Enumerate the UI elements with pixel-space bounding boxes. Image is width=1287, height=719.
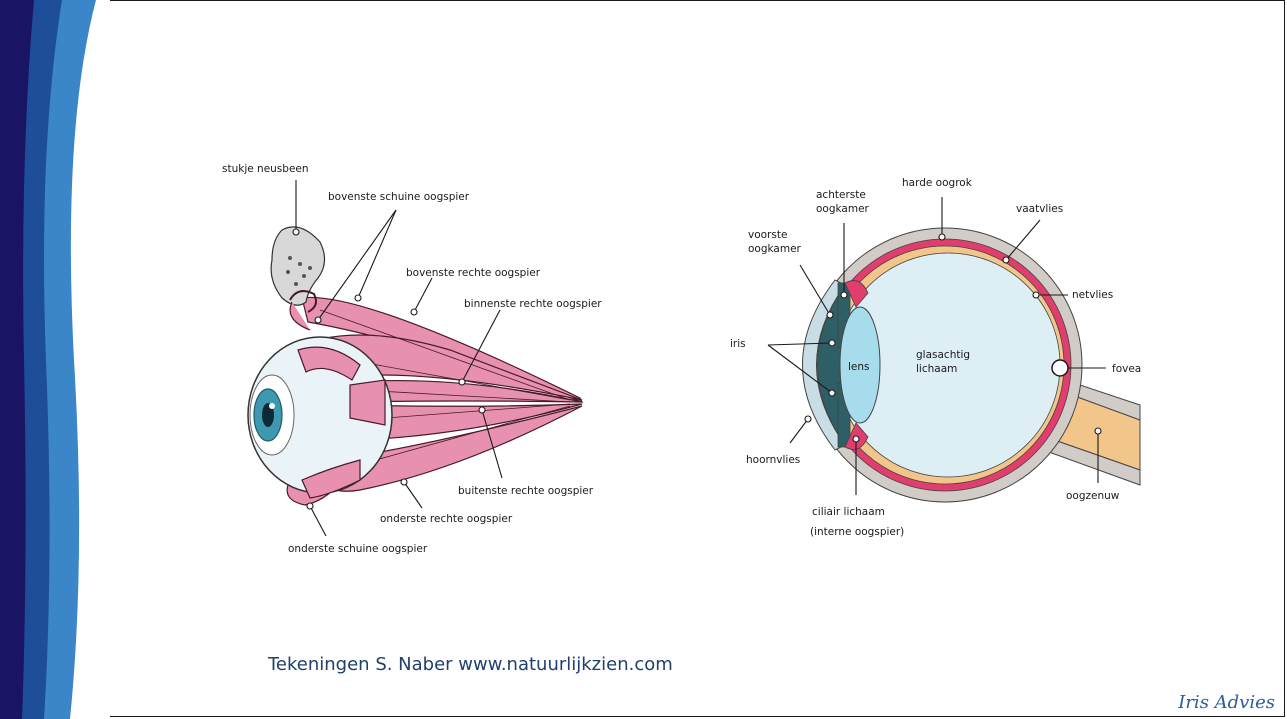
label-stukje-neusbeen: stukje neusbeen bbox=[222, 163, 309, 175]
label-bovenste-rechte-oogspier: bovenste rechte oogspier bbox=[406, 267, 541, 279]
label-lens: lens bbox=[848, 361, 870, 373]
footer-brand: Iris Advies bbox=[1178, 692, 1275, 713]
label-bovenste-schuine-oogspier: bovenste schuine oogspier bbox=[328, 191, 470, 203]
label-binnenste-rechte-oogspier: binnenste rechte oogspier bbox=[464, 298, 602, 310]
label-netvlies: netvlies bbox=[1072, 289, 1113, 301]
side-decoration-band bbox=[0, 0, 110, 719]
fovea bbox=[1052, 360, 1068, 376]
label-interne-oogspier: (interne oogspier) bbox=[810, 526, 904, 538]
label-oogzenuw: oogzenuw bbox=[1066, 490, 1120, 502]
image-credit-caption: Tekeningen S. Naber www.natuurlijkzien.c… bbox=[268, 654, 673, 675]
label-buitenste-rechte-oogspier: buitenste rechte oogspier bbox=[458, 485, 594, 497]
eye-muscles-diagram: stukje neusbeen bovenste schuine oogspie… bbox=[210, 150, 640, 570]
label-vaatvlies: vaatvlies bbox=[1016, 203, 1063, 215]
label-lichaam: lichaam bbox=[916, 363, 957, 375]
label-glasachtig: glasachtig bbox=[916, 349, 970, 361]
nasal-bone bbox=[271, 227, 324, 305]
label-onderste-schuine-oogspier: onderste schuine oogspier bbox=[288, 543, 428, 555]
label-ciliair-lichaam: ciliair lichaam bbox=[812, 506, 885, 518]
label-oogkamer-voor: oogkamer bbox=[748, 243, 802, 255]
label-achterste: achterste bbox=[816, 189, 866, 201]
label-voorste: voorste bbox=[748, 229, 787, 241]
label-iris: iris bbox=[730, 338, 746, 350]
label-oogkamer-achter: oogkamer bbox=[816, 203, 870, 215]
label-onderste-rechte-oogspier: onderste rechte oogspier bbox=[380, 513, 513, 525]
label-fovea: fovea bbox=[1112, 363, 1141, 375]
label-harde-oogrok: harde oogrok bbox=[902, 177, 973, 189]
label-hoornvlies: hoornvlies bbox=[746, 454, 800, 466]
eye-cross-section-diagram: achterste oogkamer harde oogrok vaatvlie… bbox=[720, 165, 1190, 545]
